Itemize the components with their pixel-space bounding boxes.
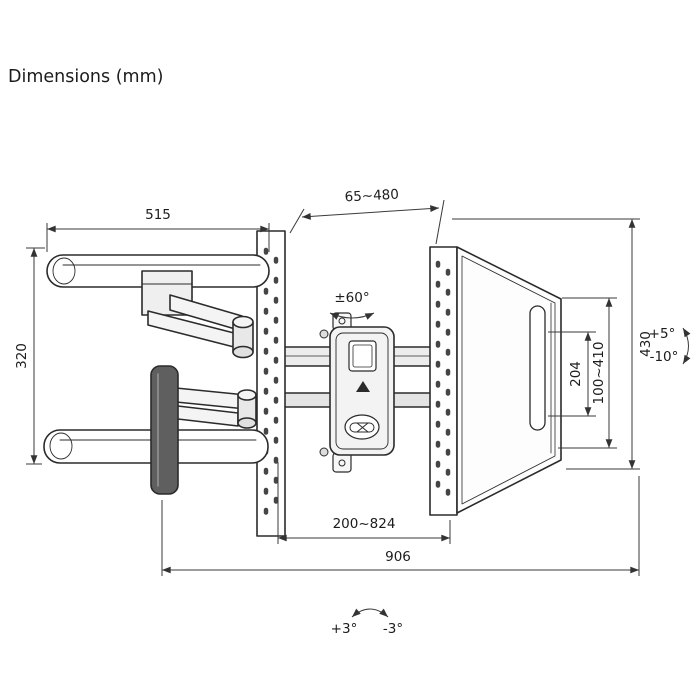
dim-430: 430 (452, 218, 654, 470)
tv-rail-front (150, 365, 179, 495)
vesa-rail-left (256, 230, 286, 537)
wall-plate (319, 312, 395, 473)
dim-swivel: ±60° (329, 290, 375, 320)
dim-906: 906 (161, 476, 640, 576)
dim-tilt: +5° -10° (649, 326, 691, 365)
dim-906-label: 906 (385, 549, 411, 565)
dimension-annotations: 515 65~480 320 ±60° 204 (14, 187, 691, 637)
dim-swivel-label: ±60° (334, 290, 369, 306)
dim-430-label: 430 (638, 331, 654, 357)
dim-roll-cw-label: +3° (331, 621, 358, 637)
upper-arm (147, 294, 254, 359)
dim-204-label: 204 (568, 361, 584, 387)
dim-515-label: 515 (145, 207, 171, 223)
vesa-rail-right (429, 246, 458, 516)
dim-roll-ccw-label: -3° (383, 621, 403, 637)
dim-200-824: 200~824 (277, 462, 451, 544)
dim-65-480: 65~480 (289, 187, 445, 245)
dim-204: 204 (548, 331, 596, 417)
dim-320: 320 (14, 247, 45, 465)
level-arrow-icon (356, 381, 370, 392)
page-title: Dimensions (mm) (8, 67, 163, 87)
dim-65-480-label: 65~480 (344, 187, 399, 206)
dim-515: 515 (46, 207, 270, 252)
dim-tilt-up-label: +5° (649, 326, 676, 342)
dim-roll: +3° -3° (331, 608, 403, 637)
dim-100-410-label: 100~410 (591, 342, 607, 405)
dim-100-410: 100~410 (558, 297, 617, 449)
tv-plate (456, 246, 562, 514)
dim-tilt-down-label: -10° (650, 349, 679, 365)
dim-320-label: 320 (14, 343, 30, 369)
mount-drawing (43, 230, 562, 537)
dim-200-824-label: 200~824 (333, 516, 396, 532)
